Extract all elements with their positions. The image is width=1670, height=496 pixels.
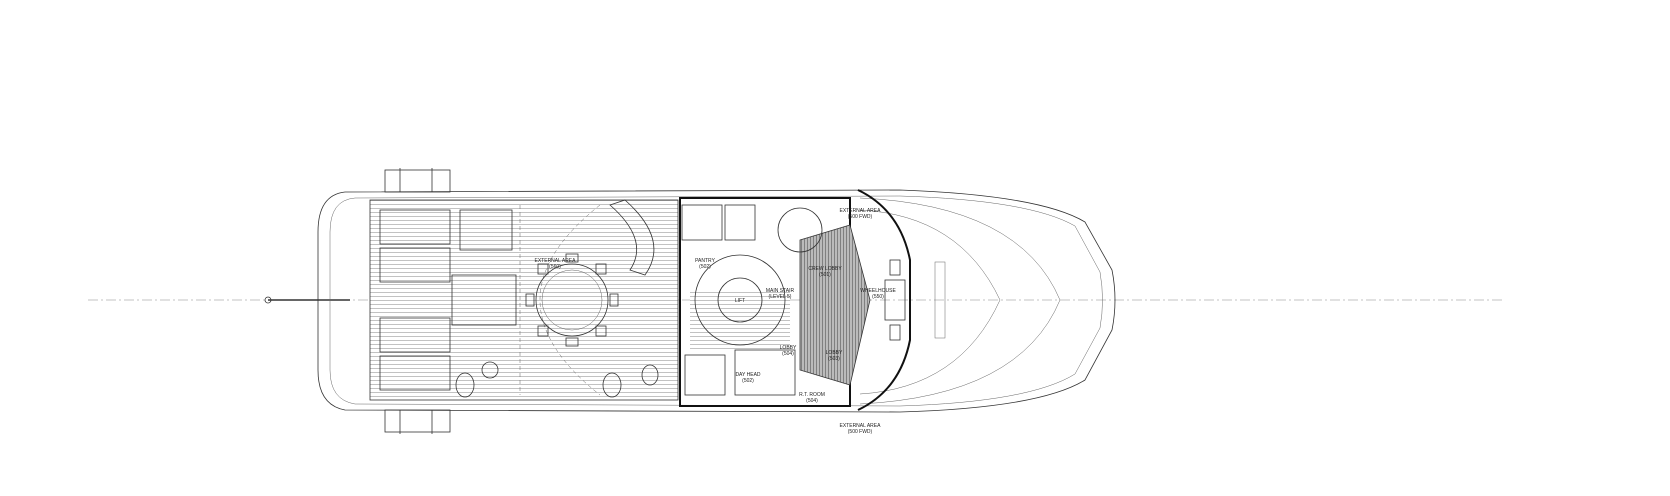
room-label-lobby-fwd-code: (503): [828, 356, 840, 362]
room-label-external-fwd-port-name: EXTERNAL AREA: [840, 423, 882, 429]
room-label-rt-room-name: R.T. ROOM: [799, 392, 825, 398]
room-label-day-head-name: DAY HEAD: [735, 372, 760, 378]
room-label-main-stair-name: MAIN STAIR: [766, 288, 795, 294]
room-label-day-head-code: (502): [742, 378, 754, 384]
lounge-chairs: [455, 199, 659, 398]
room-label-lobby-main-code: (504): [782, 351, 794, 357]
room-label-lobby-fwd-name: LOBBY: [826, 350, 843, 356]
room-label-pantry-code: (502): [699, 264, 711, 270]
room-label-lobby-main-name: LOBBY: [780, 345, 797, 351]
room-label-wheelhouse-code: (550): [872, 294, 884, 300]
dining-table: [525, 253, 619, 347]
room-label-rt-room-code: (504): [806, 398, 818, 404]
room-label-main-stair-code: (LEVEL 5): [769, 294, 792, 300]
external-area-aft: [369, 199, 679, 401]
sun-loungers: [379, 209, 517, 391]
davits: [384, 168, 451, 434]
room-label-external-fwd-port-code: (500 FWD): [848, 429, 873, 435]
room-label-lift: LIFT: [735, 298, 745, 304]
room-label-external-fwd-stbd-name: EXTERNAL AREA: [840, 208, 882, 214]
interior-rooms: [679, 189, 911, 411]
flagpole: [264, 296, 350, 304]
room-label-external-aft-code: (560): [549, 264, 561, 270]
room-label-crew-lobby-code: (501): [819, 272, 831, 278]
room-label-pantry-name: PANTRY: [695, 258, 715, 264]
hull-outline: [317, 189, 1116, 413]
room-label-external-fwd-stbd-code: (500 FWD): [848, 214, 873, 220]
room-label-external-aft-name: EXTERNAL AREA: [535, 258, 577, 264]
room-label-crew-lobby-name: CREW LOBBY: [808, 266, 842, 272]
helm-console: [884, 259, 946, 341]
room-label-wheelhouse-name: WHEELHOUSE: [860, 288, 896, 294]
